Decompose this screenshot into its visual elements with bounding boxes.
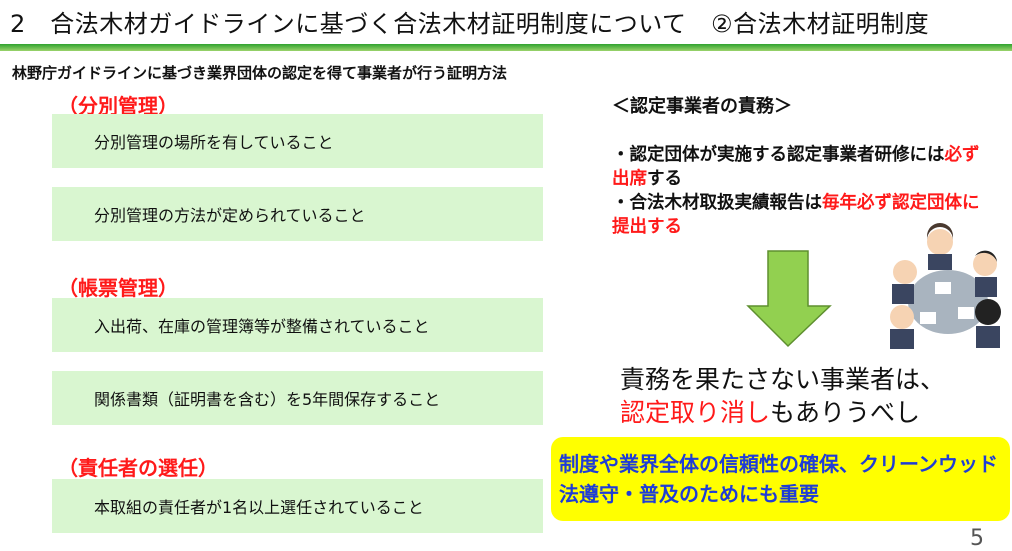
consequence-text: 責務を果たさない事業者は、	[620, 365, 946, 394]
slide-title: 2 合法木材ガイドラインに基づく合法木材証明制度について ②合法木材証明制度	[10, 10, 930, 38]
meeting-illustration-icon	[889, 223, 1001, 349]
page-number: 5	[970, 526, 984, 551]
consequence-emphasis: 認定取り消し	[620, 398, 771, 427]
title-divider	[0, 44, 1012, 51]
consequence-tail: もありうべし	[770, 398, 921, 427]
duty-text: ・認定団体が実施する認定事業者研修には	[612, 145, 945, 165]
duty-text: ・合法木材取扱実績報告は	[612, 193, 822, 213]
duties-heading: ＜認定事業者の責務＞	[612, 96, 792, 117]
duty-emphasis: 必ず出席	[612, 145, 980, 189]
slide-subtitle: 林野庁ガイドラインに基づき業界団体の認定を得て事業者が行う証明方法	[12, 64, 508, 82]
section-heading: （帳票管理）	[58, 276, 178, 300]
requirement-box: 本取組の責任者が1名以上選任されていること	[52, 479, 543, 533]
down-arrow-icon	[746, 250, 832, 348]
requirement-box: 関係書類（証明書を含む）を5年間保存すること	[52, 371, 543, 425]
requirement-box: 入出荷、在庫の管理簿等が整備されていること	[52, 298, 543, 352]
duty-text: する	[647, 169, 682, 189]
conclusion-box: 制度や業界全体の信頼性の確保、クリーンウッド法遵守・普及のためにも重要	[551, 437, 1010, 521]
requirement-box: 分別管理の方法が定められていること	[52, 187, 543, 241]
duty-item: ・合法木材取扱実績報告は毎年必ず認定団体に提出する	[612, 191, 982, 239]
duties-list: ・認定団体が実施する認定事業者研修には必ず出席する ・合法木材取扱実績報告は毎年…	[612, 143, 982, 239]
consequence-text: 認定取り消しもありうべし	[620, 393, 920, 429]
section-heading: （責任者の選任）	[58, 456, 218, 480]
requirement-box: 分別管理の場所を有していること	[52, 114, 543, 168]
duty-item: ・認定団体が実施する認定事業者研修には必ず出席する	[612, 143, 982, 191]
duty-emphasis: 毎年必ず認定団体に提出する	[612, 193, 980, 237]
